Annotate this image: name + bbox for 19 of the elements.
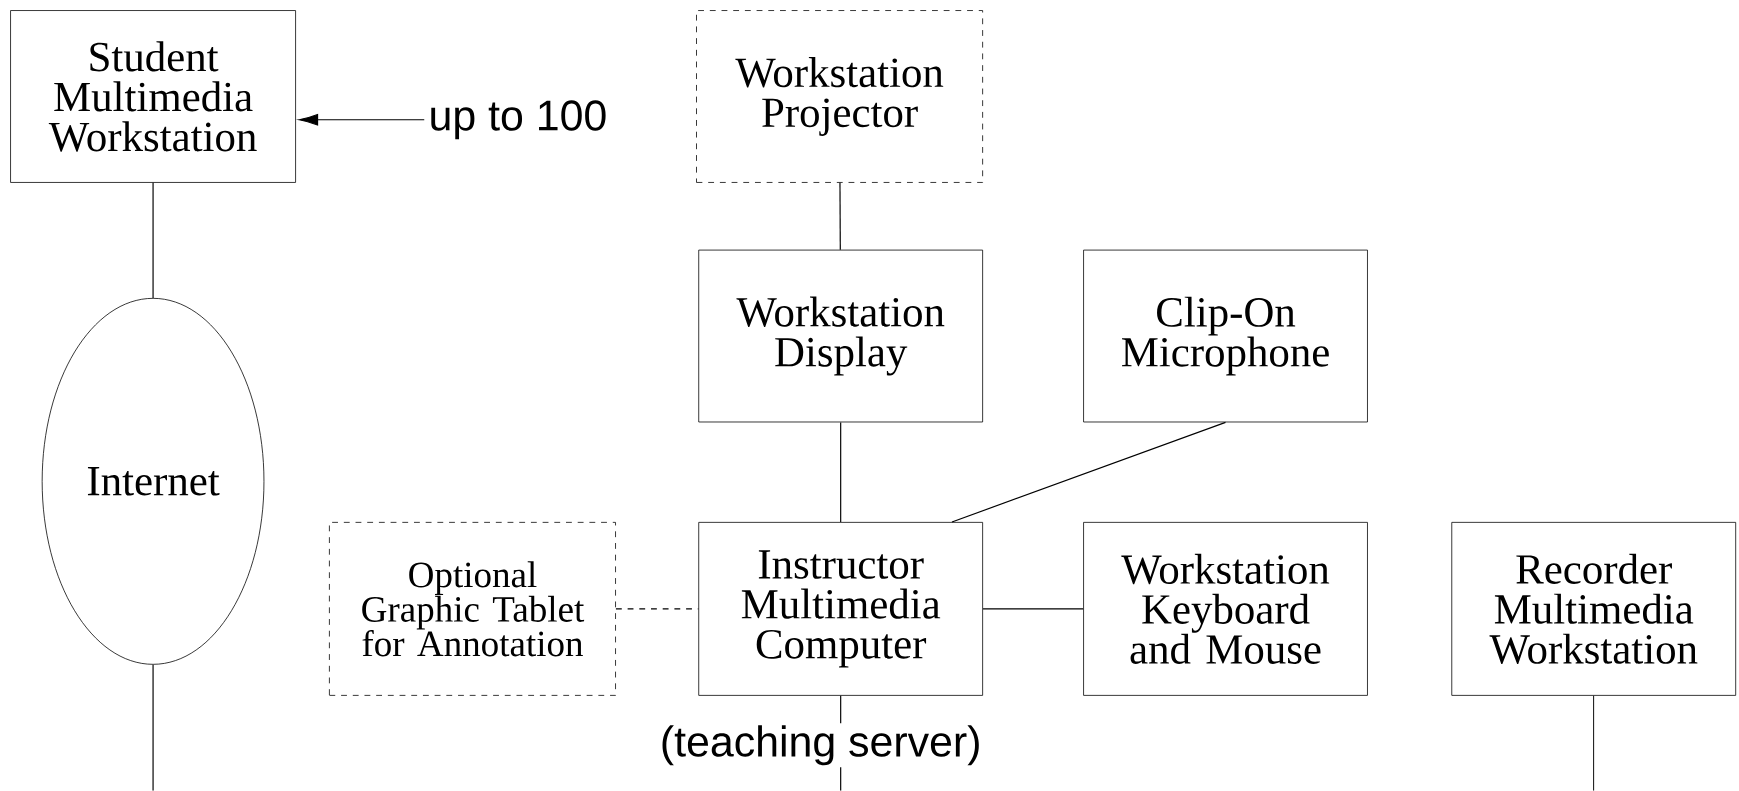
device-box: Student Multimedia Workstation	[10, 10, 296, 183]
device-box: Recorder Multimedia Workstation	[1451, 522, 1737, 696]
connector-line	[840, 421, 842, 523]
arrow	[298, 114, 425, 126]
connector-line	[152, 182, 154, 299]
connector-line	[982, 608, 1084, 610]
device-box: Workstation Display	[698, 249, 984, 423]
connector-line	[1593, 695, 1595, 791]
connector-line	[951, 421, 1227, 523]
connector-line	[615, 608, 699, 610]
device-box: Optional Graphic Tablet for Annotation	[329, 522, 616, 696]
device-box: Instructor Multimedia Computer	[698, 522, 984, 696]
device-box: Clip-On Microphone	[1083, 249, 1368, 423]
connector-line	[152, 664, 154, 791]
caption-text: (teaching server)	[657, 723, 984, 768]
annotation-text: up to 100	[431, 100, 606, 140]
device-box: Workstation Projector	[696, 10, 984, 183]
device-box: Workstation Keyboard and Mouse	[1083, 522, 1368, 696]
connector-line	[839, 182, 841, 251]
